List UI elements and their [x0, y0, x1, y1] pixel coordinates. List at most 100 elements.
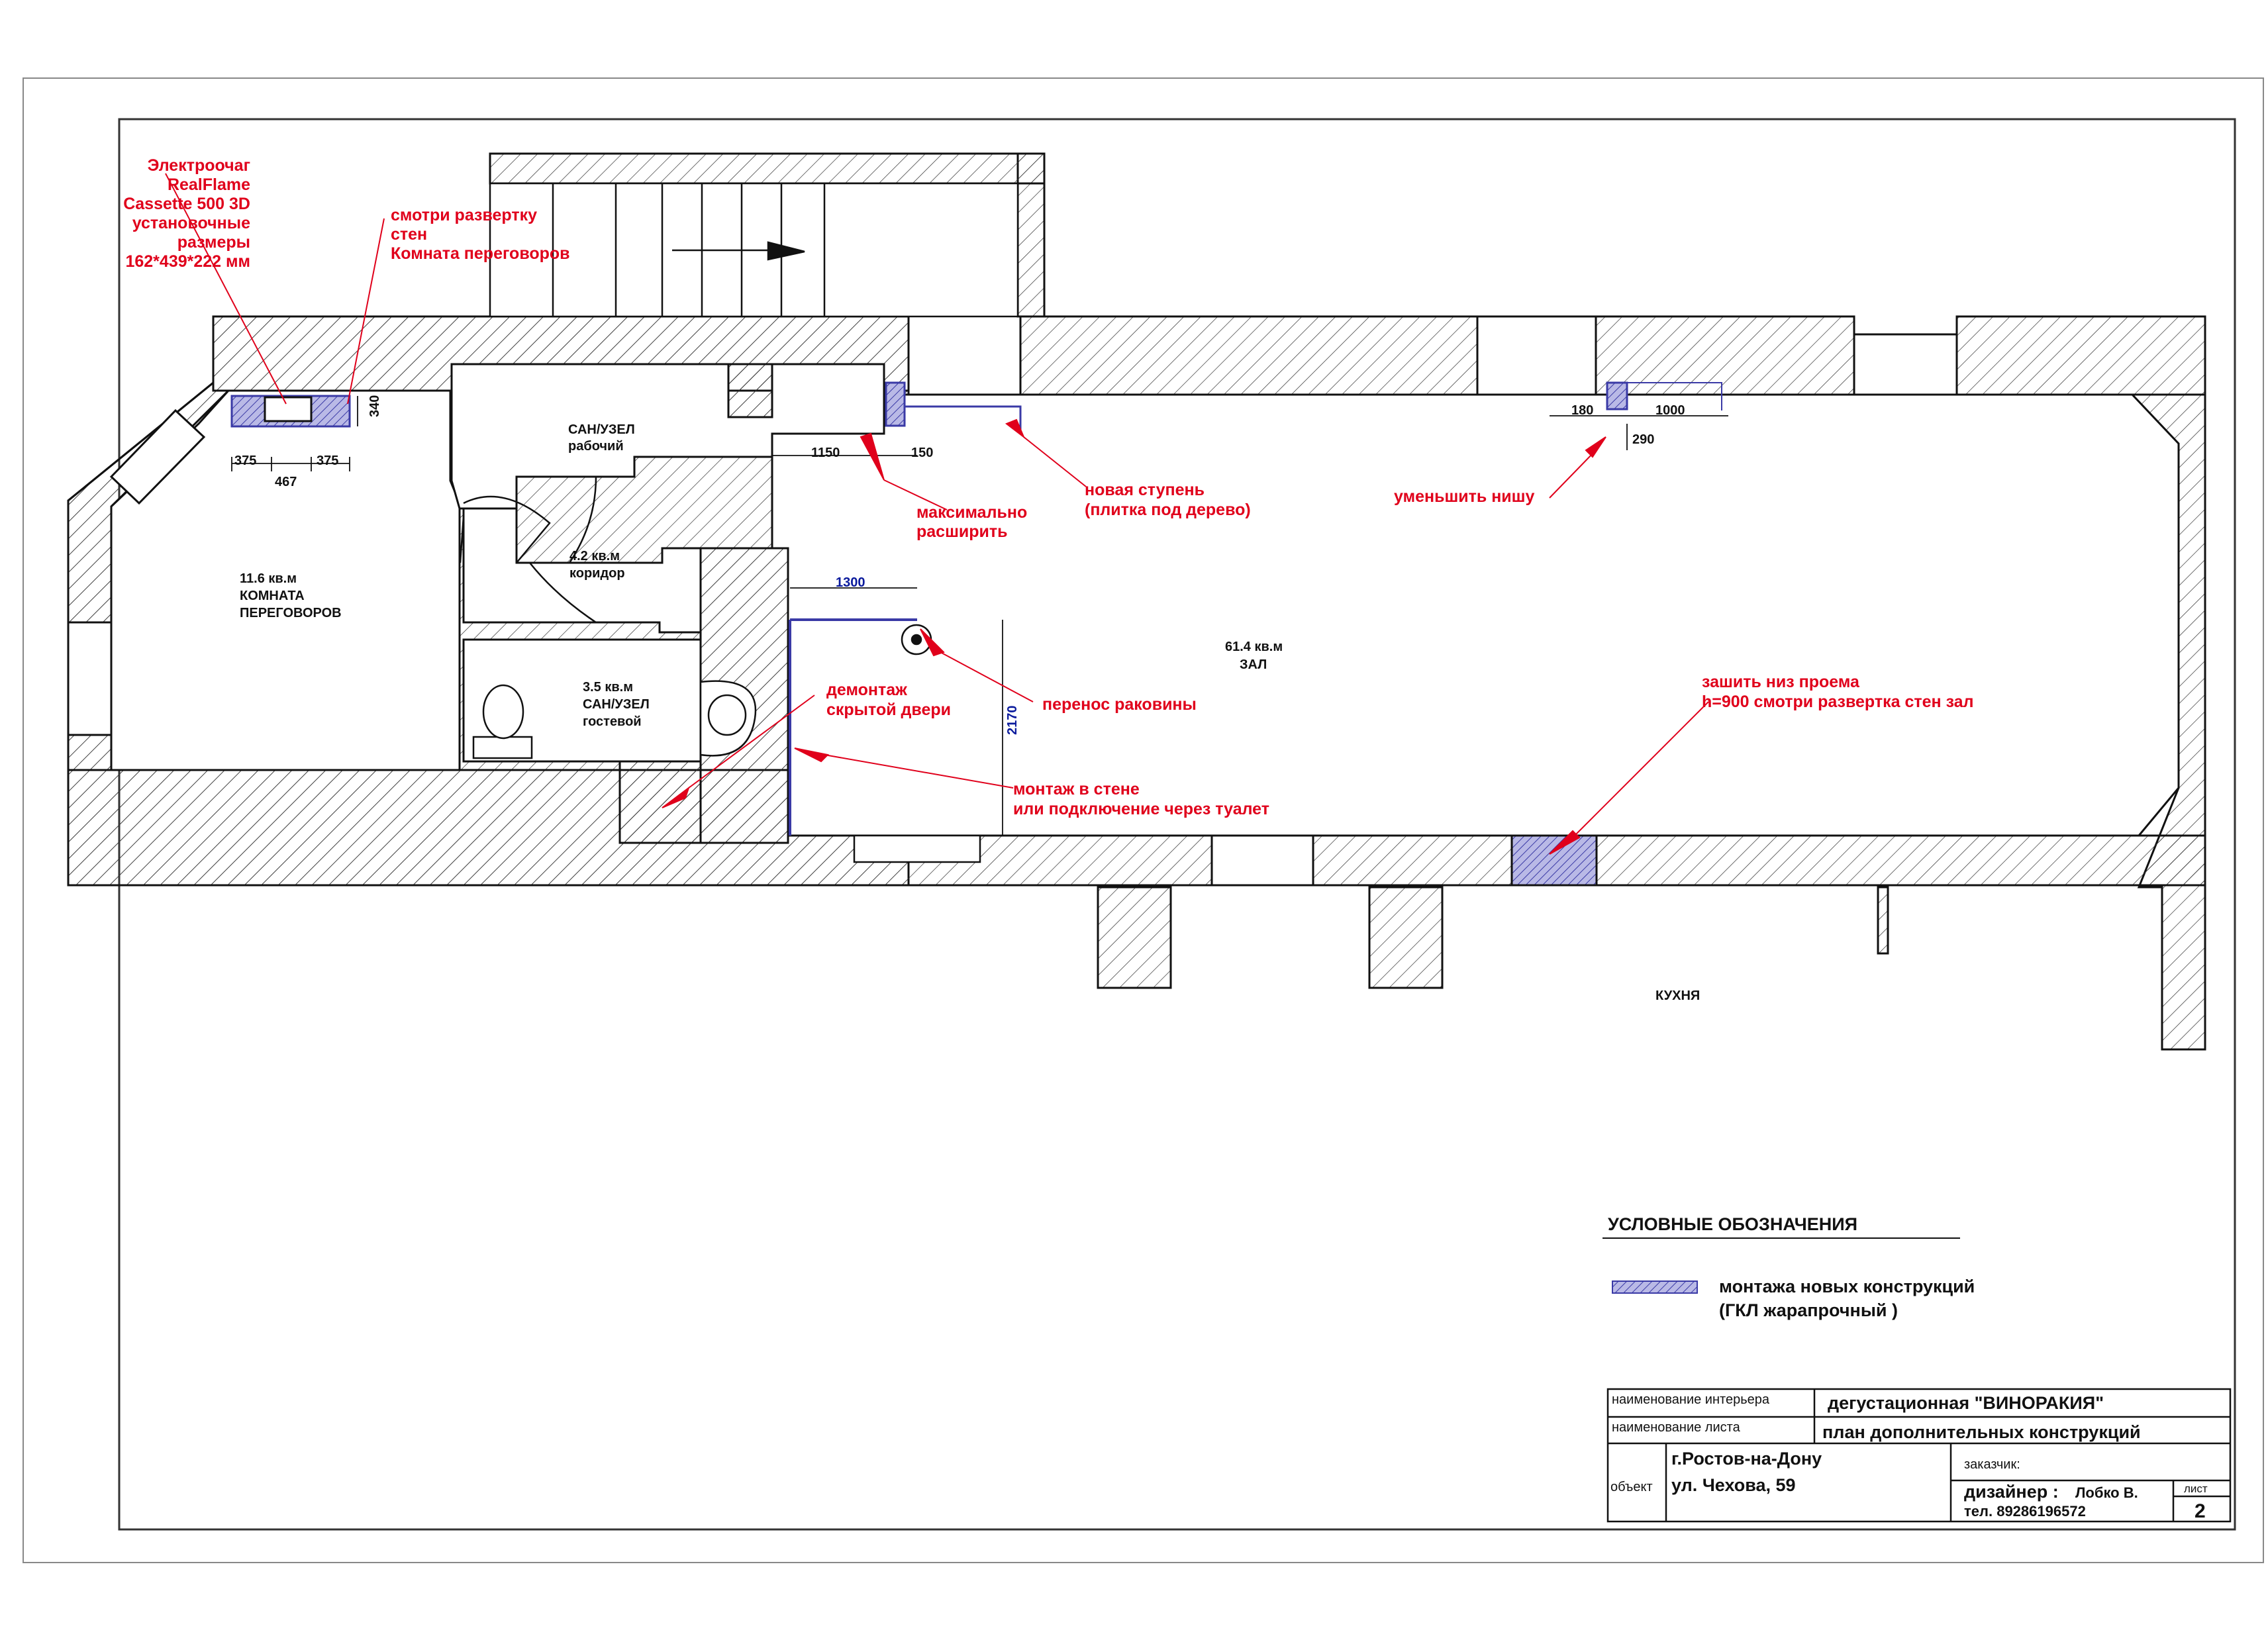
annot-see-unfold-l2: стен: [391, 225, 427, 244]
meeting-window-diag: [109, 409, 206, 505]
annot-new-step-l1: новая ступень: [1085, 481, 1205, 499]
tb-interior-label: наименование интерьера: [1612, 1392, 1770, 1407]
wall-hall-bottom: [1312, 834, 2206, 887]
new-step-block: [885, 381, 906, 427]
tb-city: г.Ростов-на-Дону: [1671, 1449, 1822, 1469]
outer-frame: [23, 77, 2264, 1563]
fireplace-box: [264, 396, 313, 422]
new-constructions: [230, 381, 1722, 887]
door-wc-work: [567, 476, 609, 564]
annot-see-unfold-l3: Комната переговоров: [391, 244, 570, 263]
legend-item-l2: (ГКЛ жарапрочный ): [1719, 1300, 1898, 1320]
tb-designer-label: дизайнер :: [1964, 1482, 2059, 1502]
annot-fireplace-l5: размеры: [177, 233, 250, 252]
title-block: [1606, 1388, 2232, 1523]
dim-1000: 1000: [1655, 403, 1685, 418]
openings: [67, 315, 1958, 887]
wall-hall-top-c: [1955, 315, 2206, 396]
room-corridor-area: 4.2 кв.м: [569, 549, 620, 563]
legend-swatch: [1612, 1280, 1698, 1294]
tb-customer-label: заказчик:: [1964, 1457, 2020, 1472]
tb-designer-name: Лобко В.: [2075, 1484, 2138, 1501]
tb-address: ул. Чехова, 59: [1671, 1475, 1796, 1495]
pier-2: [1368, 886, 1444, 989]
legend: УСЛОВНЫЕ ОБОЗНАЧЕНИЯ монтажа новых конст…: [1602, 1214, 1975, 1320]
tb-sheet-label: наименование листа: [1612, 1420, 1741, 1435]
annot-fireplace-l1: Электроочаг: [148, 156, 250, 175]
annot-fireplace-l6: 162*439*222 мм: [125, 252, 250, 271]
room-meeting-area: 11.6 кв.м: [240, 571, 297, 586]
hall-window-1: [1476, 315, 1597, 396]
toilet-tank: [472, 736, 533, 759]
room-corridor-name: коридор: [569, 566, 625, 581]
dim-150: 150: [911, 446, 933, 460]
annot-wall-mount-l1: монтаж в стене: [1013, 780, 1140, 798]
new-opening-fill: [1510, 834, 1598, 887]
room-wc-guest-area: 3.5 кв.м: [583, 680, 633, 695]
room-wc-guest-name: САН/УЗЕЛ: [583, 697, 650, 712]
room-meeting-name-2: ПЕРЕГОВОРОВ: [240, 606, 342, 620]
dim-1150: 1150: [811, 446, 840, 460]
annot-fireplace-l4: установочные: [132, 214, 250, 232]
tb-phone: тел. 89286196572: [1964, 1503, 2086, 1520]
doors: [459, 476, 609, 624]
wall-stair-top: [489, 152, 1046, 185]
annot-dismantle-l1: демонтаж: [826, 681, 907, 699]
annot-fireplace-l3: Cassette 500 3D: [123, 195, 250, 213]
toilet-bowl: [482, 684, 524, 740]
room-voids: [110, 363, 2180, 837]
wall-hall-top-a: [1019, 315, 1479, 396]
annot-sew-up-l2: h=900 смотри развертка стен зал: [1702, 693, 1973, 711]
annot-dismantle-l2: скрытой двери: [826, 700, 951, 719]
guest-sink-basin: [707, 694, 747, 736]
room-wc-guest-sub: гостевой: [583, 714, 642, 729]
room-hall-name: ЗАЛ: [1240, 657, 1267, 672]
room-kitchen: КУХНЯ: [1655, 989, 1700, 1003]
room-wc-work-name: САН/УЗЕЛ: [568, 422, 635, 437]
corridor-room: [462, 507, 702, 634]
hall-window-3: [67, 621, 113, 736]
pier-1: [1097, 886, 1172, 989]
tb-sheet-num-label: лист: [2184, 1482, 2208, 1495]
hall-bottom-opening: [1210, 834, 1314, 887]
annot-fireplace-l2: RealFlame: [168, 175, 250, 194]
tb-interior-name: дегустационная "ВИНОРАКИЯ": [1828, 1393, 2104, 1413]
leader-arrows: [165, 173, 1709, 855]
hall-room: [771, 393, 2180, 837]
tb-object-label: объект: [1610, 1480, 1653, 1494]
wall-left-vertical: [67, 734, 113, 771]
pier-thin: [1877, 886, 1889, 955]
dim-1300: 1300: [836, 575, 865, 590]
walls: [67, 152, 2206, 1051]
annot-move-sink: перенос раковины: [1042, 695, 1197, 714]
new-hall-niche: [1606, 381, 1628, 410]
stair-direction-arrow: [767, 241, 805, 261]
annot-see-unfold-l1: смотри развертку: [391, 206, 537, 224]
annot-wall-mount-l2: или подключение через туалет: [1013, 800, 1269, 818]
dim-290: 290: [1632, 432, 1654, 447]
legend-title: УСЛОВНЫЕ ОБОЗНАЧЕНИЯ: [1608, 1214, 1857, 1234]
room-wc-work-sub: рабочий: [568, 439, 624, 454]
room-hall-area: 61.4 кв.м: [1225, 640, 1283, 654]
dim-2170: 2170: [1005, 706, 1020, 736]
dim-375-left: 375: [234, 454, 256, 468]
legend-item-l1: монтажа новых конструкций: [1719, 1277, 1975, 1296]
annotation-fireplace: Электроочаг RealFlame Cassette 500 3D ус…: [123, 156, 250, 271]
annot-sew-up-l1: зашить низ проема: [1702, 673, 1860, 691]
dim-375-right: 375: [317, 454, 338, 468]
dim-340: 340: [368, 395, 382, 417]
annot-maximize-l1: максимально: [916, 503, 1027, 522]
wall-wc-guest-bottom: [618, 760, 702, 844]
hall-bottom-counter: [853, 834, 981, 863]
annot-reduce-niche: уменьшить нишу: [1394, 487, 1535, 506]
dim-467: 467: [275, 475, 297, 489]
tb-sheet-number: 2: [2194, 1500, 2206, 1522]
room-meeting-name-1: КОМНАТА: [240, 589, 305, 603]
annot-new-step-l2: (плитка под дерево): [1085, 501, 1251, 519]
hall-window-2: [1853, 333, 1958, 396]
annot-maximize-l2: расширить: [916, 522, 1008, 541]
stairs: [489, 182, 1019, 318]
dimension-lines: [231, 396, 1728, 836]
door-corridor: [529, 562, 597, 624]
